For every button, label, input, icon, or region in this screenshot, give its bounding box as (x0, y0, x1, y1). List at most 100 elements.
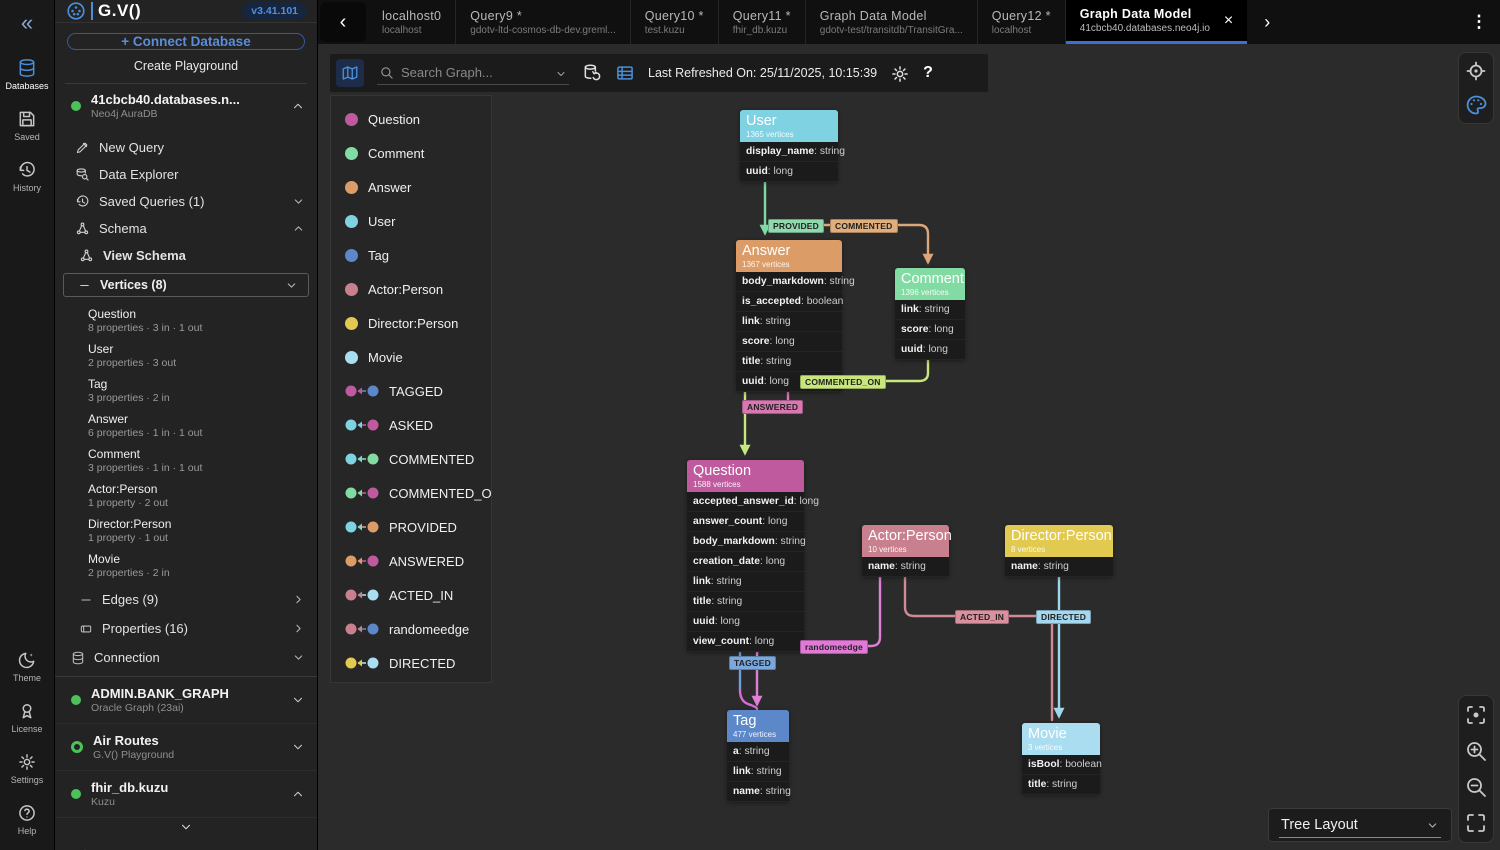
legend-edge-item-randomeedge[interactable]: randomeedge (345, 612, 491, 646)
chevron-down-icon[interactable] (292, 195, 305, 208)
sidebar-item-view-schema[interactable]: View Schema (55, 242, 317, 269)
legend-edge-item-tagged[interactable]: TAGGED (345, 374, 491, 408)
rail-item-settings[interactable]: Settings (11, 752, 43, 785)
table-view-icon[interactable] (615, 63, 635, 83)
graph-edge-acted-in[interactable] (903, 575, 1054, 722)
tab-query11-fhir-db-kuzu[interactable]: Query11 *fhir_db.kuzu (719, 0, 806, 44)
legend-vertex-item-movie[interactable]: Movie (345, 340, 491, 374)
chevron-right-icon[interactable] (292, 593, 305, 606)
recenter-crosshair-icon[interactable] (1464, 59, 1488, 83)
fit-to-view-icon[interactable] (1464, 703, 1488, 727)
edge-label-directed[interactable]: DIRECTED (1036, 610, 1092, 624)
tab-query10-test-kuzu[interactable]: Query10 *test.kuzu (631, 0, 719, 44)
legend-edge-item-commented[interactable]: COMMENTED (345, 442, 491, 476)
legend-vertex-item-actor-person[interactable]: Actor:Person (345, 272, 491, 306)
legend-vertex-item-answer[interactable]: Answer (345, 170, 491, 204)
connection-section-header[interactable]: Connection (55, 643, 317, 672)
legend-edge-item-answered[interactable]: ANSWERED (345, 544, 491, 578)
collapse-sidebar-button[interactable]: « (20, 10, 34, 35)
legend-vertex-item-question[interactable]: Question (345, 102, 491, 136)
edge-label-acted-in[interactable]: ACTED_IN (955, 610, 1010, 624)
edge-label-answered[interactable]: ANSWERED (742, 400, 804, 414)
rail-item-theme[interactable]: Theme (13, 650, 41, 683)
sidebar-item-new-query-overflow[interactable]: New Query (55, 841, 317, 850)
help-icon[interactable]: ? (923, 64, 933, 81)
edge-label-provided[interactable]: PROVIDED (768, 219, 824, 233)
chevron-up-icon[interactable] (292, 222, 305, 235)
rail-item-license[interactable]: License (11, 701, 43, 734)
legend-edge-item-acted-in[interactable]: ACTED_IN (345, 578, 491, 612)
sidebar-item-saved-queries-1[interactable]: Saved Queries (1) (55, 188, 317, 215)
legend-vertex-item-director-person[interactable]: Director:Person (345, 306, 491, 340)
rail-item-databases[interactable]: Databases (5, 58, 49, 91)
chevron-up-icon[interactable] (291, 99, 305, 113)
edge-label-randomeedge[interactable]: randomeedge (800, 640, 868, 654)
sidebar-item-new-query[interactable]: New Query (55, 134, 317, 161)
legend-vertex-item-tag[interactable]: Tag (345, 238, 491, 272)
edge-label-tagged[interactable]: TAGGED (729, 656, 776, 670)
chevron-down-icon[interactable] (555, 67, 567, 79)
sidebar-item-data-explorer[interactable]: Data Explorer (55, 161, 317, 188)
tabs-scroll-right-button[interactable]: › (1247, 0, 1287, 44)
graph-edge-commented[interactable] (810, 223, 934, 265)
edge-label-commented-on[interactable]: COMMENTED_ON (800, 375, 886, 389)
tab-query12-localhost[interactable]: Query12 *localhost (978, 0, 1066, 44)
create-playground-link[interactable]: Create Playground (133, 59, 239, 73)
map-view-icon[interactable] (336, 59, 364, 87)
zoom-out-icon[interactable] (1464, 775, 1488, 799)
tab-query9-gdotv-ltd-co[interactable]: Query9 *gdotv-ltd-cosmos-db-dev.greml... (456, 0, 631, 44)
vertices-section-header[interactable]: Vertices (8) (63, 273, 309, 297)
style-palette-icon[interactable] (1464, 93, 1488, 117)
refresh-schema-icon[interactable] (582, 63, 602, 83)
sidebar-item-schema[interactable]: Schema (55, 215, 317, 242)
fullscreen-icon[interactable] (1464, 811, 1488, 835)
legend-edge-item-commented-on[interactable]: COMMENTED_ON (345, 476, 491, 510)
legend-vertex-item-user[interactable]: User (345, 204, 491, 238)
chevron-down-icon[interactable] (292, 651, 305, 664)
connect-database-button[interactable]: + Connect Database (67, 33, 305, 50)
chevron-down-icon[interactable] (291, 740, 305, 754)
search-input[interactable] (401, 65, 548, 80)
legend-edge-item-directed[interactable]: DIRECTED (345, 646, 491, 680)
chevron-down-icon[interactable] (291, 693, 305, 707)
scroll-more-chevron[interactable] (55, 818, 317, 841)
rail-item-help[interactable]: Help (17, 803, 37, 836)
tab-menu-kebab-icon[interactable]: ⋮ (1470, 12, 1488, 31)
legend-vertex-item-comment[interactable]: Comment (345, 136, 491, 170)
rail-item-history[interactable]: History (13, 160, 41, 193)
graph-edge-commented-on[interactable] (805, 356, 930, 383)
edges-section-header[interactable]: Edges (9) (55, 585, 317, 614)
rail-item-saved[interactable]: Saved (14, 109, 40, 142)
layout-select[interactable]: Tree Layout (1268, 808, 1452, 842)
legend-edge-item-provided[interactable]: PROVIDED (345, 510, 491, 544)
zoom-in-icon[interactable] (1464, 739, 1488, 763)
graph-edge-tagged-join[interactable] (738, 688, 759, 711)
active-database-row[interactable]: 41cbcb40.databases.n... Neo4j AuraDB (55, 84, 317, 128)
chevron-up-icon[interactable] (291, 787, 305, 801)
edge-label-commented[interactable]: COMMENTED (830, 219, 898, 233)
legend-edge-item-asked[interactable]: ASKED (345, 408, 491, 442)
